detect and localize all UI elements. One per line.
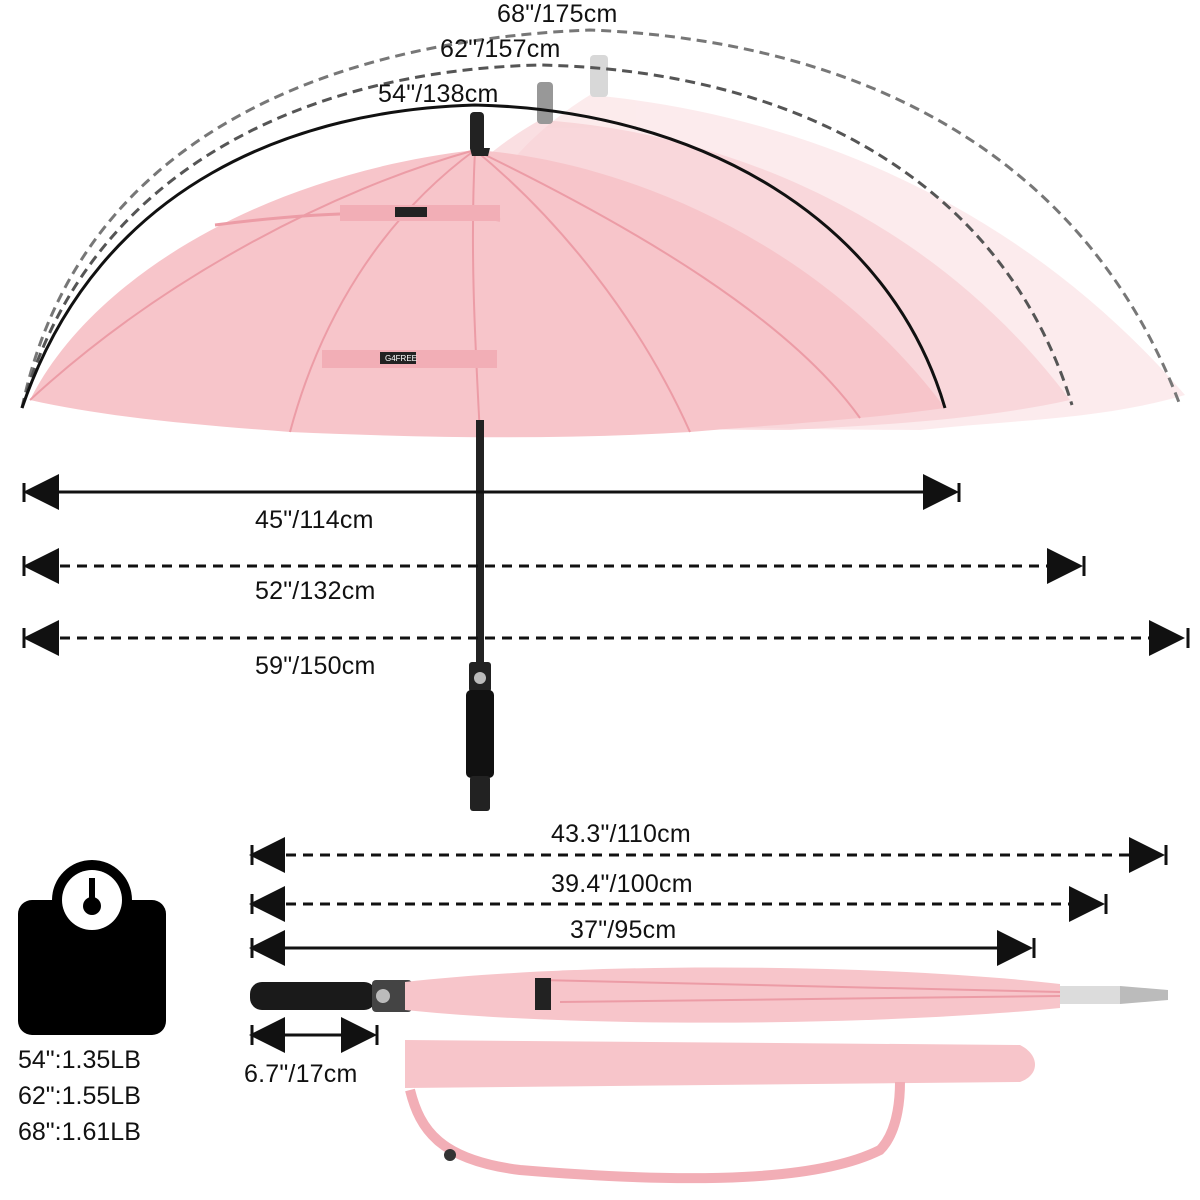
- arc-label-62: 62"/157cm: [440, 35, 561, 63]
- weight-68: 68":1.61LB: [18, 1118, 141, 1146]
- arc-label-68: 68"/175cm: [497, 0, 618, 28]
- arc-68: [20, 28, 1182, 409]
- arc-label-54: 54"/138cm: [378, 80, 499, 108]
- arc-62: [20, 63, 1074, 409]
- arc-54: [20, 103, 947, 409]
- width-label-59: 59"/150cm: [255, 652, 376, 680]
- width-label-45: 45"/114cm: [255, 506, 374, 534]
- closed-umbrella: [250, 967, 1168, 1023]
- closed-label-100: 39.4"/100cm: [551, 870, 693, 898]
- weight-54: 54":1.35LB: [18, 1046, 141, 1074]
- closed-label-95: 37"/95cm: [570, 916, 677, 944]
- umbrella-sleeve: [405, 1040, 1035, 1184]
- canopy-54: [29, 112, 945, 438]
- handle-length-label: 6.7"/17cm: [244, 1060, 358, 1088]
- width-label-52: 52"/132cm: [255, 577, 376, 605]
- umbrella-shaft: [466, 420, 494, 811]
- weight-62: 62":1.55LB: [18, 1082, 141, 1110]
- scale-weight-icon: [18, 860, 166, 1035]
- brand-logo: G4FREE: [384, 354, 417, 363]
- closed-label-110: 43.3"/110cm: [551, 820, 691, 848]
